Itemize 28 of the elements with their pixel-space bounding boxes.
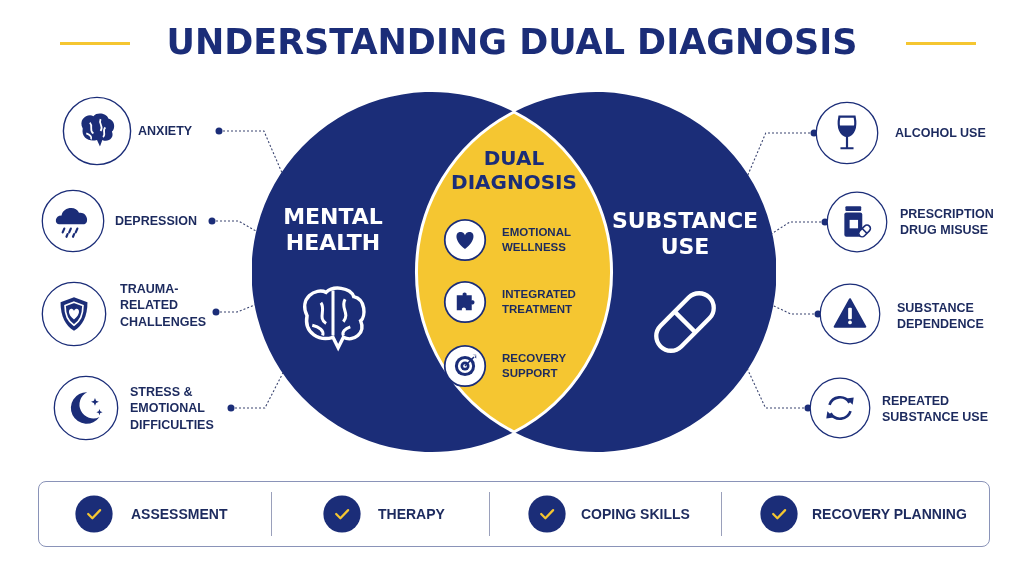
category-label: ANXIETY: [138, 122, 194, 140]
leader-line: [746, 368, 812, 412]
overlap-item-label: INTEGRATED TREATMENT: [502, 287, 597, 317]
step-label: ASSESSMENT: [131, 504, 228, 524]
circle-title: MENTAL HEALTH: [282, 204, 384, 257]
leader-line: [227, 372, 284, 412]
circle-title: SUBSTANCE USE: [610, 208, 760, 261]
category-label: SUBSTANCE DEPENDENCE: [897, 299, 985, 333]
leader-line: [208, 217, 258, 232]
leader-line: [215, 127, 283, 174]
lens-title: DUAL DIAGNOSIS: [450, 146, 578, 194]
category-label: STRESS & EMOTIONAL DIFFICULTIES: [130, 383, 215, 433]
leader-line: [212, 304, 256, 316]
leader-line: [772, 304, 822, 318]
step-label: RECOVERY PLANNING: [812, 504, 967, 524]
category-label: ALCOHOL USE: [895, 124, 987, 142]
category-label: PRESCRIPTION DRUG MISUSE: [900, 205, 995, 239]
leader-line: [747, 129, 818, 176]
category-label: TRAUMA-RELATED CHALLENGES: [120, 280, 208, 330]
step-label: COPING SKILLS: [581, 504, 690, 524]
overlap-item-label: RECOVERY SUPPORT: [502, 351, 597, 381]
category-label: REPEATED SUBSTANCE USE: [882, 392, 990, 426]
overlap-item-label: EMOTIONAL WELLNESS: [502, 225, 597, 255]
category-label: DEPRESSION: [115, 212, 198, 230]
step-label: THERAPY: [378, 504, 445, 524]
leader-line: [771, 218, 829, 235]
summary-bar: [38, 481, 990, 547]
title: UNDERSTANDING DUAL DIAGNOSIS: [165, 21, 859, 64]
